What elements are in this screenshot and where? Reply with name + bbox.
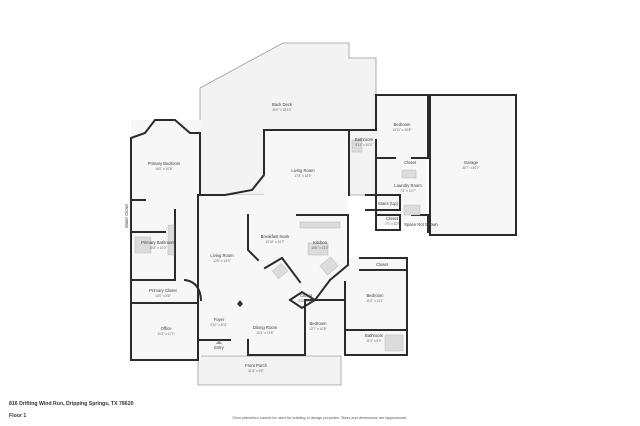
garage-fill: [430, 95, 516, 235]
room-label: Front Porch: [245, 363, 268, 368]
room-label: Stairs (Up): [378, 201, 399, 206]
room-dim: 10'2" x 11'2": [157, 332, 174, 336]
room-label: Closet: [404, 160, 417, 165]
room-dim: 9'10" x 6'11": [210, 323, 227, 327]
room-dim: 16'0" x 20'8": [155, 167, 172, 171]
room-label: Bathroom: [355, 137, 374, 142]
room-label: Bedroom: [367, 293, 385, 298]
room-dim: 10'10" x 10'7": [265, 240, 284, 244]
floor-label: Floor 1: [9, 413, 27, 419]
room-dim: 16'6" x 13'2": [311, 246, 328, 250]
room-label: Back Deck: [272, 102, 293, 107]
room-label: Closet: [376, 262, 389, 267]
room-label: Dining Room: [253, 325, 278, 330]
room-label: Closet: [300, 293, 313, 298]
vanity-fixture: [167, 224, 175, 256]
room-label: Closet: [386, 216, 399, 221]
room-label: Garage: [464, 160, 479, 165]
disclaimer: Floor plans/tour cannot be used for buil…: [232, 416, 408, 420]
room-label: Water Closet: [124, 203, 129, 228]
room-dim: 17'8" x 18'5": [294, 174, 311, 178]
room-label: Bathroom: [365, 333, 384, 338]
central-fill: [200, 195, 348, 355]
laundry-sink-fixture: [403, 204, 421, 216]
room-dim: 31'4" x 9'0": [248, 369, 264, 373]
shower-se-fixture: [384, 334, 404, 352]
fridge-fixture: [271, 263, 289, 279]
room-dim: 5'11" x 10'0": [355, 143, 372, 147]
room-label: Laundry Room: [394, 183, 422, 188]
room-dim: 7'4" x 10'7": [400, 189, 416, 193]
room-dim: 3'10" x 2'4": [298, 299, 314, 303]
room-dim: 11'0" x 11'1": [366, 299, 383, 303]
room-label: Kitchen: [313, 240, 328, 245]
room-dim: 12'7" x 10'8": [309, 327, 326, 331]
island-fixture: [307, 242, 329, 256]
room-dim: 10'11" x 10'8": [392, 128, 411, 132]
room-dim: 12'0" x 16'0": [213, 259, 230, 263]
room-dim: 14'0" x 5'8": [155, 294, 171, 298]
room-dim: 7'1" x 3'2": [385, 222, 399, 226]
room-label: Living Room: [291, 168, 315, 173]
room-dim: 39'0" x 33'10": [272, 108, 291, 112]
property-address: 816 Drifting Wind Run, Dripping Springs,…: [9, 401, 134, 407]
shower-fixture: [351, 139, 363, 153]
range-fixture: [319, 256, 339, 276]
room-label: Foyer: [214, 317, 225, 322]
room-label: Bedroom: [310, 321, 328, 326]
entry-arrow-icon: [216, 340, 222, 344]
room-label: Office: [161, 326, 173, 331]
room-label: Entry: [214, 345, 225, 350]
front-porch-area: [197, 355, 342, 386]
counter-fixture: [299, 221, 341, 229]
room-label: Space Not Shown: [404, 222, 438, 227]
compass-icon: [237, 300, 243, 307]
room-dim: 11'0" x 5'2": [366, 339, 381, 343]
washer-dryer-fixture: [401, 169, 417, 179]
room-dim: 10'4" x 10'0": [149, 246, 166, 250]
room-label: Primary Closet: [149, 288, 177, 293]
room-label: Primary Bathroom: [141, 240, 175, 245]
room-label: Bedroom: [394, 122, 412, 127]
room-dim: 10'4" x 11'8": [256, 331, 273, 335]
room-label: Living Room: [210, 253, 234, 258]
room-label: Breakfast Nook: [261, 234, 291, 239]
living-room-fill: [264, 130, 349, 200]
room-dim: 20'7" x 40'7": [462, 166, 479, 170]
room-label: Primary Bedroom: [148, 161, 181, 166]
tub-fixture: [134, 236, 152, 254]
